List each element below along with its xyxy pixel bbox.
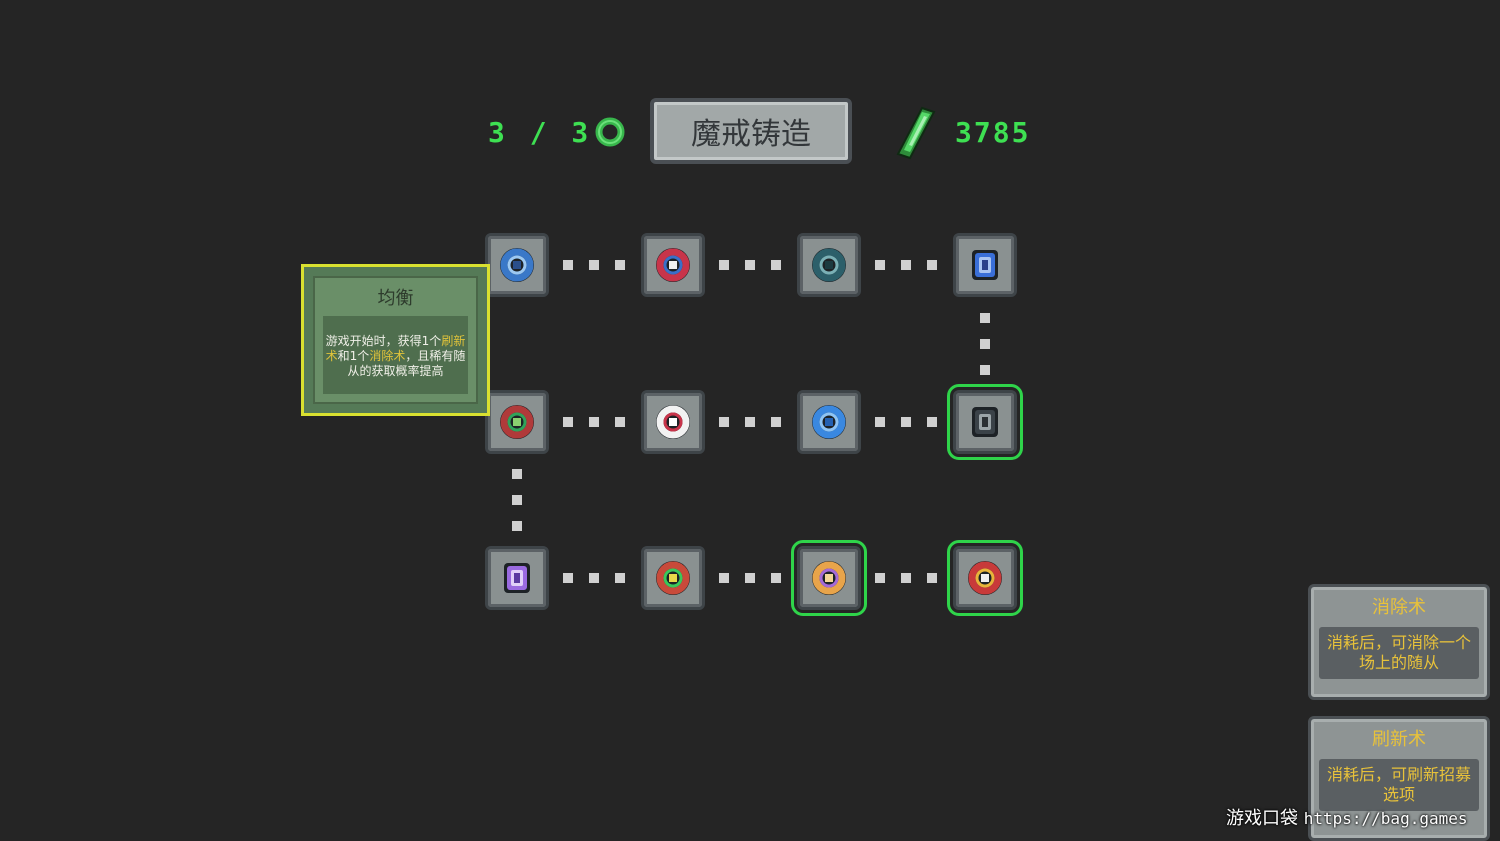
connector-dot: [980, 339, 990, 349]
connector-dot: [563, 417, 573, 427]
tooltip-title: 均衡: [377, 288, 414, 309]
ring-purple-armor-icon: [504, 563, 530, 593]
connector-dot: [745, 417, 755, 427]
connector-dot: [875, 260, 885, 270]
ring-white-red-icon: [656, 405, 690, 439]
ring-node-r12[interactable]: [947, 540, 1023, 616]
ring-green-red-icon: [500, 405, 534, 439]
tooltip-balance: 均衡 游戏开始时，获得1个刷新术和1个消除术，且稀有随从的获取概率提高: [301, 264, 490, 416]
ring-node-r7[interactable]: [797, 390, 861, 454]
ring-node-r11[interactable]: [791, 540, 867, 616]
connector-dot: [719, 260, 729, 270]
tooltip-description: 游戏开始时，获得1个刷新术和1个消除术，且稀有随从的获取概率提高: [323, 316, 468, 394]
connector-dot: [615, 417, 625, 427]
connector-dot: [615, 260, 625, 270]
connector-dot: [901, 573, 911, 583]
connector-dot: [980, 365, 990, 375]
card-description: 消耗后，可刷新招募选项: [1319, 759, 1479, 811]
connector-dot: [563, 573, 573, 583]
ring-node-r10[interactable]: [641, 546, 705, 610]
ring-forge-button[interactable]: 魔戒铸造: [650, 98, 852, 164]
connector-dot: [771, 260, 781, 270]
green-gem-icon: [896, 106, 936, 160]
connector-dot: [927, 573, 937, 583]
ring-blue-icon: [812, 405, 846, 439]
connector-dot: [719, 417, 729, 427]
ring-node-r9[interactable]: [485, 546, 549, 610]
ring-node-r5[interactable]: [485, 390, 549, 454]
tooltip-highlight-refresh: 刷新术: [325, 334, 466, 363]
ring-node-r8[interactable]: [947, 384, 1023, 460]
forge-counter: 3 / 3: [488, 116, 593, 149]
connector-dot: [901, 417, 911, 427]
ring-dark-armor-icon: [972, 407, 998, 437]
connector-dot: [589, 573, 599, 583]
ring-green-gem-icon: [656, 561, 690, 595]
ring-node-r4[interactable]: [953, 233, 1017, 297]
ring-node-r1[interactable]: [485, 233, 549, 297]
tooltip-panel: 均衡 游戏开始时，获得1个刷新术和1个消除术，且稀有随从的获取概率提高: [313, 276, 478, 404]
watermark: 游戏口袋 https://bag.games: [1226, 804, 1468, 830]
card-title: 刷新术: [1372, 729, 1426, 750]
connector-dot: [771, 417, 781, 427]
card-eliminate[interactable]: 消除术 消耗后，可消除一个场上的随从: [1308, 584, 1490, 700]
connector-dot: [563, 260, 573, 270]
connector-dot: [719, 573, 729, 583]
card-refresh[interactable]: 刷新术 消耗后，可刷新招募选项: [1308, 716, 1490, 841]
connector-dot: [589, 417, 599, 427]
ring-counter-icon: [595, 117, 625, 147]
connector-dot: [512, 495, 522, 505]
connector-dot: [512, 469, 522, 479]
ring-blue-armor-icon: [972, 250, 998, 280]
card-title: 消除术: [1372, 597, 1426, 618]
connector-dot: [901, 260, 911, 270]
connector-dot: [771, 573, 781, 583]
connector-dot: [512, 521, 522, 531]
connector-dot: [745, 573, 755, 583]
card-description: 消耗后，可消除一个场上的随从: [1319, 627, 1479, 679]
connector-dot: [615, 573, 625, 583]
ring-node-r3[interactable]: [797, 233, 861, 297]
top-hud: 3 / 3 魔戒铸造 3785: [0, 98, 1500, 168]
ring-node-r6[interactable]: [641, 390, 705, 454]
ring-blue-gear-icon: [500, 248, 534, 282]
tooltip-text: 和1个: [337, 349, 370, 363]
connector-dot: [927, 417, 937, 427]
ring-dark-teal-icon: [812, 248, 846, 282]
tooltip-highlight-eliminate: 消除术: [369, 349, 406, 363]
connector-dot: [875, 417, 885, 427]
connector-dot: [745, 260, 755, 270]
watermark-url: https://bag.games: [1303, 809, 1468, 828]
ring-node-r2[interactable]: [641, 233, 705, 297]
watermark-site: 游戏口袋: [1226, 808, 1298, 829]
gem-count: 3785: [955, 116, 1031, 149]
ring-red-gold-icon: [968, 561, 1002, 595]
ring-red-blue-icon: [656, 248, 690, 282]
tooltip-text: ，且稀有随从的获取概率提高: [347, 349, 466, 378]
ring-orange-purple-icon: [812, 561, 846, 595]
connector-dot: [875, 573, 885, 583]
connector-dot: [589, 260, 599, 270]
connector-dot: [980, 313, 990, 323]
tooltip-text: 游戏开始时，获得1个: [325, 334, 442, 348]
connector-dot: [927, 260, 937, 270]
